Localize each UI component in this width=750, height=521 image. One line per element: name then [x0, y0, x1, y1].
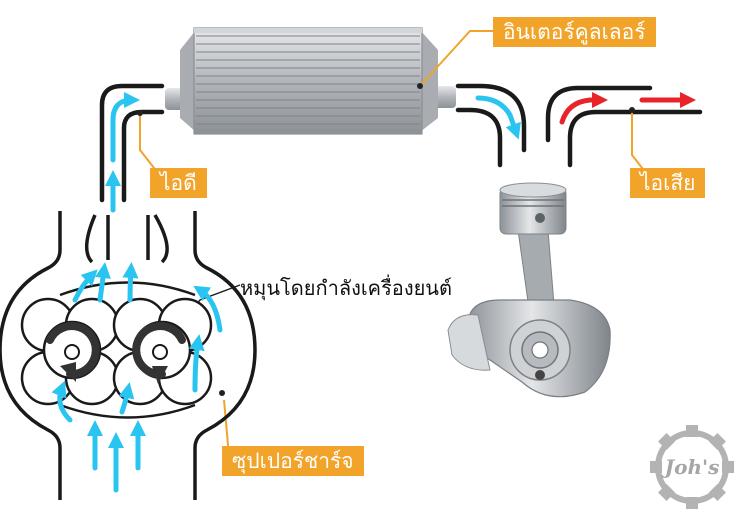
- piston-pin: [535, 213, 545, 223]
- intercooler-label: อินเตอร์คูลเลอร์: [493, 17, 656, 47]
- rotation-arrow-icon: [46, 322, 186, 379]
- counterweight: [447, 314, 491, 371]
- supercharger-housing: [0, 211, 257, 500]
- intercooler-left-tank: [180, 30, 196, 132]
- rotor-label: หมุนโดยกำลังเครื่องยนต์: [240, 276, 452, 300]
- supercharger-label: ซุปเปอร์ชาร์จ: [222, 446, 364, 476]
- piston-assembly: [447, 182, 611, 398]
- intercooler-fins: [196, 35, 420, 125]
- exhaust-arrows: [559, 91, 697, 125]
- exhaust-label: ไอเสีย: [630, 168, 706, 198]
- rotor-hubs: [64, 344, 168, 360]
- rotation-arrow-heads: [60, 362, 168, 384]
- engine-intake-ducts: [455, 83, 527, 168]
- exhaust-ducts: [545, 85, 703, 168]
- intercooler: [165, 27, 456, 135]
- watermark-text: Joh's: [661, 455, 720, 479]
- intake-label: ไอดี: [150, 168, 207, 198]
- intercooler-right-tank: [420, 30, 438, 132]
- intake-arrows: [51, 92, 521, 493]
- gear-icon: Joh's: [650, 425, 734, 509]
